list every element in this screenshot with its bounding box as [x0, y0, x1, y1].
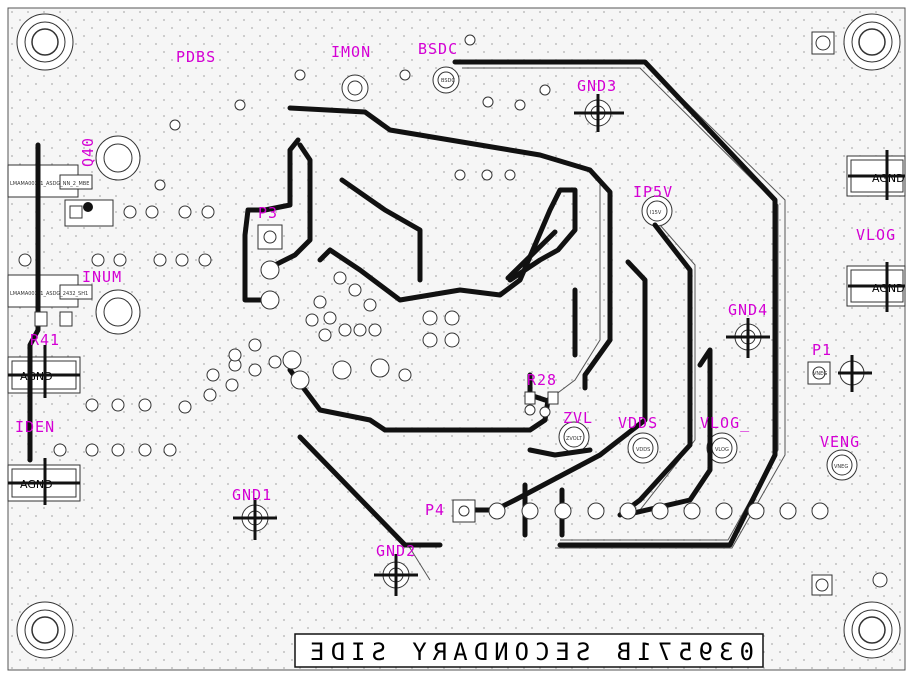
small-via-top-right — [811, 31, 835, 55]
board-title: 039571B SECONDARY SIDE — [304, 638, 754, 666]
svg-text:BSDC: BSDC — [441, 78, 455, 84]
mounting-hole-bottom-right — [843, 601, 901, 659]
label-vlog-underscore: VLOG_ — [700, 414, 750, 432]
svg-text:VNEG: VNEG — [834, 464, 848, 470]
test-point-imon — [341, 74, 369, 102]
test-point-vlog: VLOG — [706, 432, 738, 464]
left-connector-2: LMAMA003_1_ASDG_2432_SH1 — [7, 274, 93, 308]
label-vdds: VDDS — [618, 414, 658, 432]
gnd3-crosshair — [574, 94, 624, 132]
label-r28: R28 — [527, 371, 557, 389]
label-bsdc: BSDC — [418, 40, 458, 58]
component-r41 — [34, 311, 73, 327]
p1-crosshair — [838, 355, 872, 392]
test-point-bsdc: BSDC — [432, 66, 460, 94]
label-p3: P3 — [258, 204, 278, 222]
gnd2-crosshair — [374, 554, 418, 596]
label-gnd3: GND3 — [577, 77, 617, 95]
label-iden: IDEN — [15, 418, 55, 436]
pin-header-p4 — [452, 499, 829, 523]
agnd-right-crosshair-1 — [848, 150, 905, 200]
small-via-bottom-right-2 — [872, 572, 888, 588]
label-zvl: ZVL — [563, 409, 593, 427]
mounting-hole-top-left — [16, 13, 74, 71]
label-ip5v: IP5V — [633, 183, 673, 201]
gnd1-crosshair — [233, 498, 277, 540]
agnd-right-crosshair-2 — [848, 262, 905, 312]
mounting-hole-top-right — [843, 13, 901, 71]
component-labels: PDBS IMON BSDC GND3 Q40 INUM R41 IDEN IP… — [15, 40, 896, 560]
label-inum: INUM — [82, 268, 122, 286]
test-point-inum — [95, 289, 141, 335]
test-point-q40 — [95, 135, 141, 181]
label-r41: R41 — [30, 331, 60, 349]
label-gnd4: GND4 — [728, 301, 768, 319]
label-gnd2: GND2 — [376, 542, 416, 560]
mounting-hole-bottom-left — [16, 601, 74, 659]
signal-traces — [27, 59, 778, 548]
label-gnd1: GND1 — [232, 486, 272, 504]
label-p1: P1 — [812, 341, 832, 359]
gnd4-crosshair — [726, 318, 770, 358]
svg-text:LMAMA003_1_ASDG_2432_SH1: LMAMA003_1_ASDG_2432_SH1 — [10, 291, 88, 297]
via-cluster-left — [18, 205, 282, 457]
svg-text:ZVOLT: ZVOLT — [566, 436, 583, 442]
component-r28 — [524, 391, 559, 405]
test-point-vdds: VDDS — [627, 432, 659, 464]
agnd-left-crosshair-1 — [8, 345, 80, 398]
svg-text:LMAMA003_1_ASDG_NN_2_MBE: LMAMA003_1_ASDG_NN_2_MBE — [10, 181, 89, 187]
label-p4: P4 — [425, 501, 445, 519]
test-point-vneg: VNEG — [826, 449, 858, 481]
agnd-left-crosshair-2 — [8, 458, 80, 505]
svg-text:VNEG: VNEG — [813, 371, 827, 377]
left-connector-1: LMAMA003_1_ASDG_NN_2_MBE — [7, 164, 93, 198]
label-imon: IMON — [331, 43, 371, 61]
label-q40: Q40 — [79, 137, 97, 167]
small-via-bottom-right — [811, 574, 833, 596]
component-q40 — [64, 199, 114, 227]
label-veng: VENG — [820, 433, 860, 451]
svg-text:VLOG: VLOG — [715, 447, 729, 453]
svg-text:I15V: I15V — [650, 210, 662, 216]
test-point-ip5v: I15V — [641, 195, 673, 227]
svg-text:VDDS: VDDS — [636, 447, 650, 453]
board-title-block: 039571B SECONDARY SIDE — [294, 633, 764, 668]
connector-p3 — [257, 224, 283, 310]
via-cluster-center — [154, 34, 551, 418]
label-vlog: VLOG — [856, 226, 896, 244]
label-pdbs: PDBS — [176, 48, 216, 66]
